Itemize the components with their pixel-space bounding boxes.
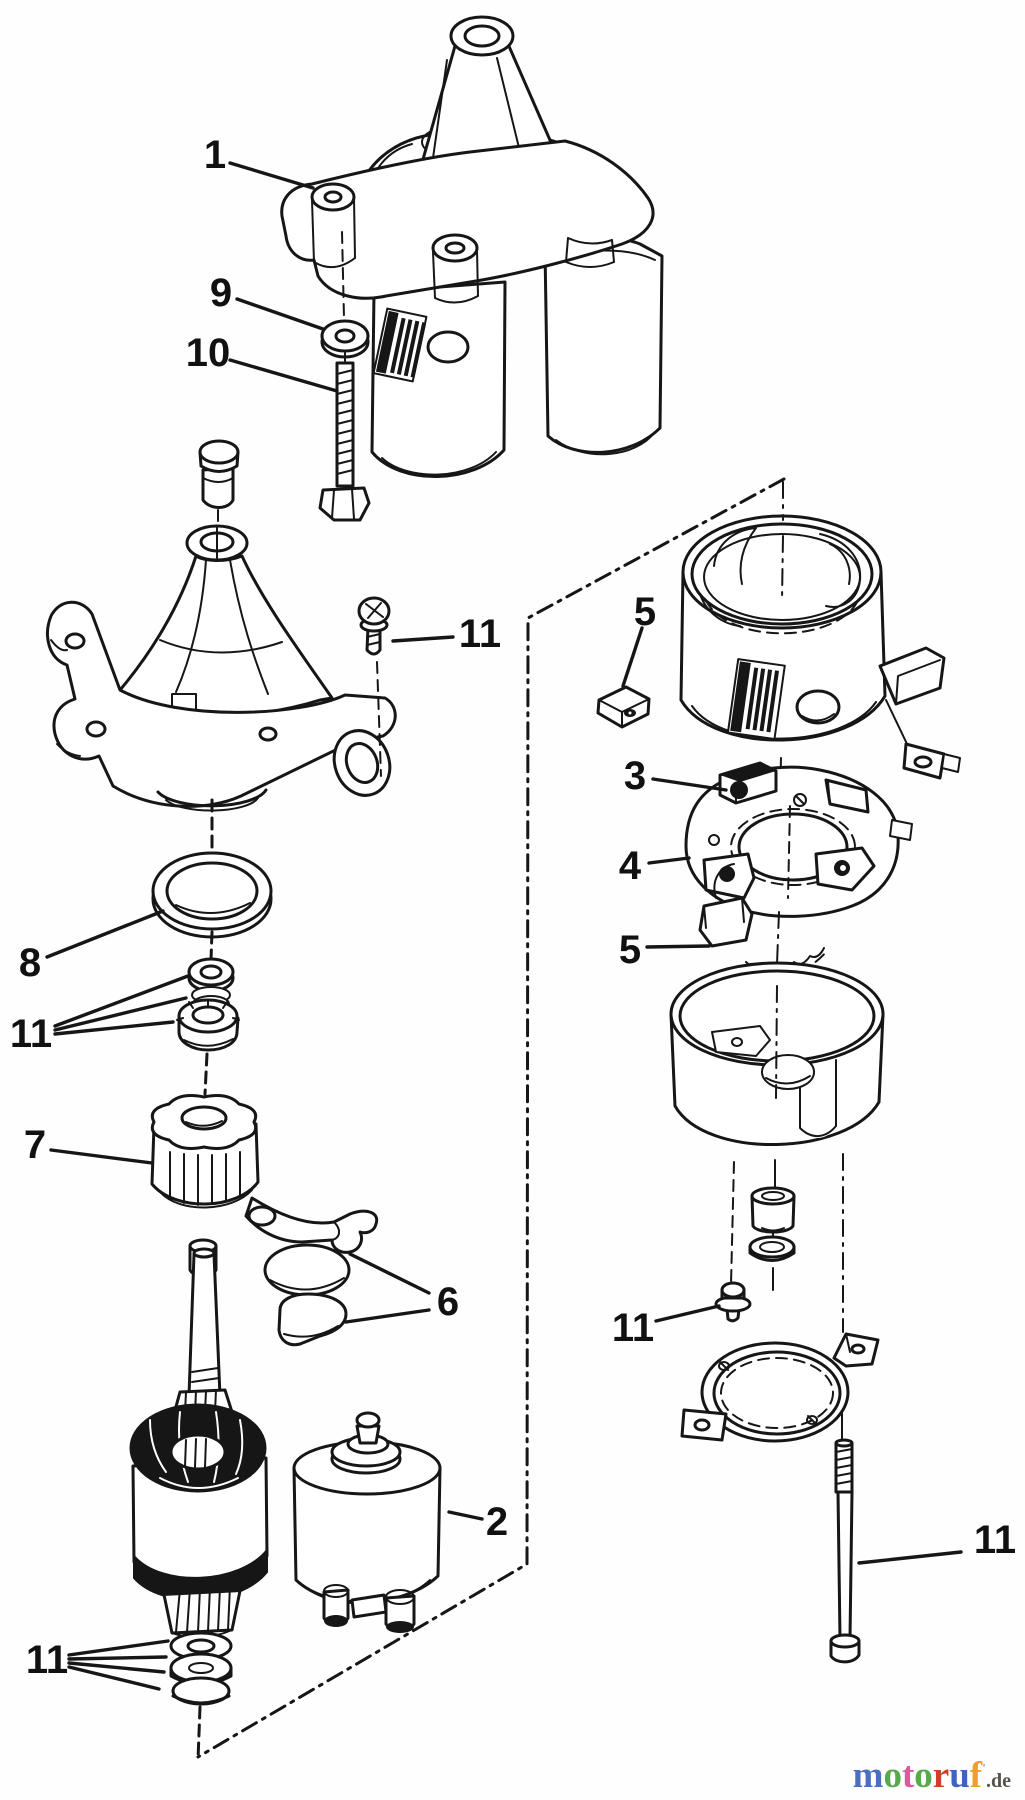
leader-line [67, 1661, 166, 1674]
callout-label-11-5: 11 [10, 1012, 52, 1056]
watermark-suffix: .de [986, 1770, 1011, 1792]
leader-line [651, 777, 728, 792]
callout-label-5-13: 5 [619, 928, 641, 972]
callout-label-5-10: 5 [634, 590, 656, 634]
rubber-grommets [263, 1243, 351, 1347]
flat-washer-and-mounting-bolt [318, 231, 371, 522]
leader-line [228, 358, 339, 393]
watermark-letter: t [901, 1755, 915, 1796]
leader-line [857, 1550, 963, 1565]
watermark-tick: ' [982, 1762, 986, 1777]
leader-line [49, 1148, 154, 1165]
leader-line [45, 909, 165, 959]
callout-label-11-9: 11 [26, 1638, 68, 1682]
callout-label-11-14: 11 [612, 1306, 654, 1350]
leader-line [53, 996, 188, 1032]
callout-label-9-1: 9 [210, 271, 232, 315]
leader-line [344, 1308, 431, 1324]
end-cap [669, 961, 885, 1333]
through-bolt [829, 1411, 861, 1664]
callout-label-10-2: 10 [186, 331, 231, 375]
callout-label-11-3: 11 [459, 612, 501, 656]
callout-label-1-0: 1 [204, 133, 226, 177]
mounting-plate [680, 1332, 880, 1443]
leader-line [67, 1639, 170, 1657]
leader-line [391, 635, 455, 643]
watermark-letter: u [949, 1755, 970, 1796]
solenoid [292, 1411, 442, 1633]
field-housing [679, 481, 961, 799]
callout-label-2-8: 2 [486, 1500, 508, 1544]
leader-line [621, 626, 644, 688]
leader-line [67, 1665, 161, 1691]
pinion-gear-and-lever [150, 1094, 379, 1278]
drive-end-housing [46, 439, 397, 854]
watermark-letter: f [969, 1755, 983, 1796]
leader-line [654, 1304, 721, 1323]
leader-line [447, 1510, 484, 1521]
callout-label-11-15: 11 [974, 1518, 1016, 1562]
brush-holder-plate [684, 761, 913, 977]
leader-line [348, 1252, 431, 1295]
motor-brush-upper [596, 685, 651, 729]
leader-line [67, 1655, 168, 1661]
armature [129, 1247, 269, 1762]
starter-motor-assembly [280, 15, 664, 478]
retaining-ring [151, 851, 273, 939]
pan-head-screw [357, 596, 391, 777]
watermark-logo: motoruf'.de [853, 1757, 1011, 1794]
callout-label-6-7: 6 [437, 1280, 459, 1324]
watermark-letter: r [932, 1755, 950, 1796]
callout-label-3-11: 3 [624, 754, 646, 798]
spacer-bushings [748, 1186, 796, 1262]
callout-label-8-4: 8 [19, 941, 41, 985]
callouts-layer: 1 9 10 11 8 11 7 6 2 11 5 3 4 5 11 11 [10, 133, 1016, 1691]
leader-line [53, 1020, 175, 1036]
callout-label-7-6: 7 [24, 1123, 46, 1167]
watermark-letter: o [883, 1755, 902, 1796]
leader-line [228, 161, 315, 190]
leader-line [645, 944, 711, 949]
watermark-letter: m [852, 1755, 884, 1796]
watermark-letter: o [914, 1755, 933, 1796]
callout-label-4-12: 4 [619, 844, 642, 888]
leader-line [53, 974, 190, 1028]
leader-line [235, 297, 325, 331]
end-cap-screw [714, 1281, 752, 1323]
axis-boundary-lines [196, 477, 786, 1759]
leader-line [647, 856, 691, 865]
washer-spring-bearing-set [176, 930, 240, 1096]
